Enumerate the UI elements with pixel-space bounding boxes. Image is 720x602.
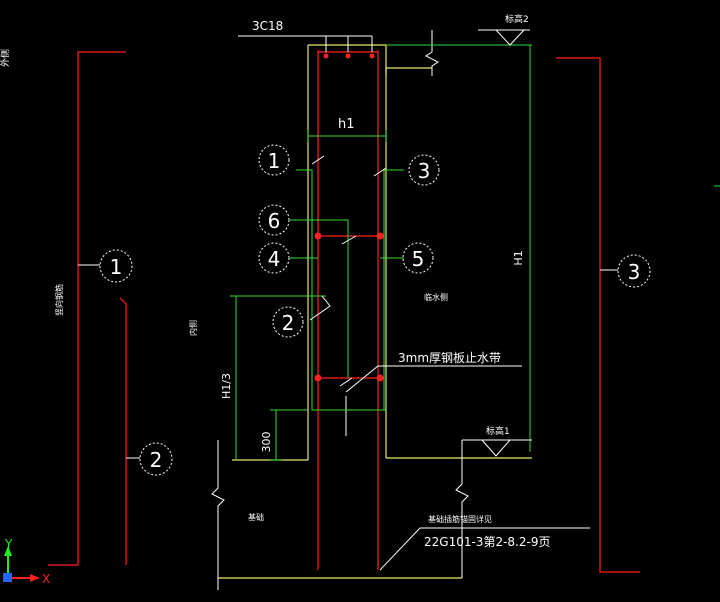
dim-H1-3-text: H1/3 <box>220 373 233 399</box>
elevation-bottom-symbol <box>462 439 532 457</box>
waterstop-note-text: 3mm厚钢板止水带 <box>398 351 501 365</box>
atlas-leader <box>379 527 590 571</box>
break-lines <box>211 30 469 590</box>
callout-3[interactable]: 3 <box>408 154 440 186</box>
axis-y-label: Y <box>4 537 13 551</box>
elevation-top-symbol <box>478 29 530 46</box>
rebar-ticks <box>309 155 387 387</box>
inner-green-lines <box>290 169 404 411</box>
callout-4[interactable]: 4 <box>258 242 290 274</box>
callout-5-text: 5 <box>412 247 425 271</box>
left-rebar-label-text: 竖向钢筋 <box>54 284 64 316</box>
callout-3-right-text: 3 <box>628 260 641 284</box>
rebar-spec-text: 3C18 <box>252 19 283 33</box>
wall-outline <box>218 44 532 579</box>
callout-1-text: 1 <box>268 149 281 173</box>
rebar-spec-leader <box>238 35 373 52</box>
ucs-axis-icon <box>3 546 40 582</box>
elevation-bottom-text: 标高1 <box>486 425 510 437</box>
callout-4-text: 4 <box>268 247 281 271</box>
elevation-top-line <box>386 44 532 452</box>
callout-3-right[interactable]: 3 <box>600 254 651 288</box>
callout-5[interactable]: 5 <box>402 242 434 274</box>
callout-2-text: 2 <box>282 311 295 335</box>
inner-label-left-text: 内侧 <box>188 320 198 336</box>
atlas-label-text: 基础插筋锚固详见 <box>428 514 492 524</box>
callout-1-left-text: 1 <box>110 255 123 279</box>
dim-H1-text: H1 <box>512 250 525 265</box>
callout-2[interactable]: 2 <box>272 306 304 338</box>
waterstop-leader <box>345 365 522 393</box>
foundation-label-text: 基础 <box>248 512 264 522</box>
outer-frame-left <box>48 51 127 566</box>
atlas-ref-text: 22G101-3第2-8.2-9页 <box>424 535 550 549</box>
axis-x-label: X <box>42 572 50 586</box>
callout-1[interactable]: 1 <box>258 144 290 176</box>
left-label-text: 外侧 <box>0 49 11 67</box>
elevation-top-text: 标高2 <box>505 13 529 25</box>
rebar-dots-mid <box>314 232 384 382</box>
dim-300-text: 300 <box>260 432 273 453</box>
callout-3-text: 3 <box>418 159 431 183</box>
dim-H1-3-line <box>230 295 326 461</box>
callout-6-text: 6 <box>268 209 281 233</box>
outer-frame-right <box>556 57 640 573</box>
rebar-dots-top <box>323 53 375 59</box>
dim-h1-line <box>307 130 387 142</box>
callout-2-left[interactable]: 2 <box>126 442 173 476</box>
dim-h1-text: h1 <box>338 117 355 132</box>
callout-1-left[interactable]: 1 <box>78 249 133 283</box>
inner-label-mid-text: 临水侧 <box>424 292 448 302</box>
callout-6[interactable]: 6 <box>258 204 290 236</box>
callout-2-left-text: 2 <box>150 448 163 472</box>
